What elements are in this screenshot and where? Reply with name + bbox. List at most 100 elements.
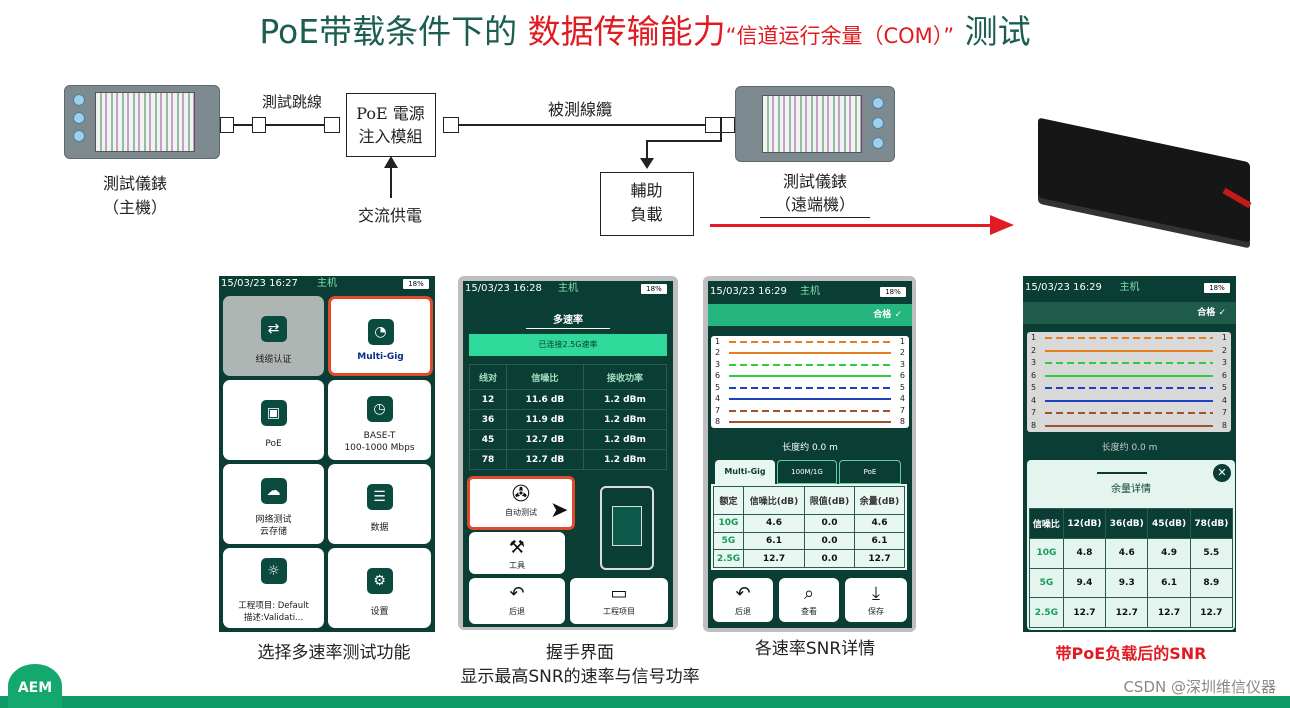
tab-multi-gig[interactable]: Multi-Gig (715, 460, 775, 484)
pin-label: 5 (1031, 383, 1037, 393)
check-icon: ✓ (1218, 308, 1226, 318)
battery-indicator: 18% (1204, 283, 1230, 293)
pin-label: 2 (715, 348, 721, 358)
stopwatch-icon: ◷ (366, 396, 393, 422)
caption-handshake: 握手界面 (546, 643, 614, 663)
connector (324, 117, 340, 133)
cell: 11.6 dB (505, 389, 584, 411)
bulb-icon: ☼ (260, 558, 287, 584)
tile-label-2: 100-1000 Mbps (344, 443, 415, 453)
tile-settings[interactable]: ⚙设置 (328, 548, 431, 628)
cable-under-test-label: 被測線纜 (547, 100, 612, 119)
cell: 0.0 (804, 514, 855, 533)
tab-100m-1g[interactable]: 100M/1G (777, 460, 837, 484)
tile-cable-cert[interactable]: ⇄线缆认证 (223, 296, 324, 376)
col-12: 12(dB) (1062, 508, 1107, 539)
tile-label: PoE (265, 439, 282, 449)
col-margin: 余量(dB) (854, 486, 905, 515)
pin-label: 6 (1221, 370, 1227, 380)
status-role: 主机 (1119, 282, 1140, 293)
cell: 12.7 (742, 549, 806, 568)
connector (443, 117, 459, 133)
watermark: CSDN @深圳维信仪器 (1123, 678, 1276, 696)
back-button[interactable]: ↶后退 (469, 578, 565, 624)
caption-handshake-sub: 显示最高SNR的速率与信号功率 (460, 667, 700, 687)
tile-label-2: 云存储 (259, 527, 287, 537)
cell: 78 (469, 449, 507, 470)
pin-label: 7 (715, 405, 721, 415)
cell: 45 (469, 429, 507, 451)
pin-label: 4 (715, 394, 721, 404)
save-button[interactable]: ⤓保存 (845, 578, 907, 622)
remote-tester-sublabel: （遠端機） (760, 193, 870, 218)
cell: 0.0 (804, 549, 855, 568)
project-button[interactable]: ▭工程项目 (570, 578, 668, 624)
multi-rate-title: 多速率 (553, 315, 583, 326)
tools-button[interactable]: ⚒工具 (469, 532, 565, 574)
close-icon[interactable]: ✕ (1213, 464, 1231, 482)
back-button[interactable]: ↶后退 (713, 578, 773, 622)
tools-label: 工具 (509, 561, 525, 570)
poe-icon: ▣ (260, 400, 287, 426)
cell: 10G (1029, 538, 1064, 569)
ac-arrow-head (384, 156, 398, 168)
caption-rate-details: 各速率SNR详情 (754, 639, 876, 659)
tile-cloud[interactable]: ☁网络测试云存储 (223, 464, 324, 544)
pin-label: 4 (1031, 395, 1037, 405)
pass-label: 合格 (1197, 308, 1216, 318)
cell: 1.2 dBm (582, 429, 668, 451)
col-rated: 额定 (713, 486, 744, 515)
pin-label: 1 (1031, 333, 1037, 342)
wire-line (729, 409, 891, 412)
cell: 0.0 (804, 531, 855, 551)
cell: 10G (713, 514, 744, 533)
aux-wire-h (647, 140, 722, 142)
tile-label-1: BASE-T (363, 431, 396, 441)
status-time: 15/03/23 16:27 (221, 278, 298, 289)
cloud-icon: ☁ (260, 478, 287, 504)
auto-test-button[interactable]: ✇自动测试 (467, 476, 575, 530)
back-icon: ↶ (509, 583, 525, 604)
folder-icon: ▭ (610, 583, 628, 604)
status-role: 主机 (800, 286, 820, 297)
wire-line (1045, 362, 1213, 365)
tab-poe[interactable]: PoE (839, 460, 901, 484)
tile-poe[interactable]: ▣ PoE (223, 380, 324, 460)
pin-label: 5 (1221, 383, 1227, 393)
battery-indicator: 18% (880, 287, 906, 297)
cell: 12.7 (854, 549, 905, 568)
aux-load-box: 輔助 負載 (600, 172, 694, 236)
tile-base-t[interactable]: ◷ BASE-T 100-1000 Mbps (328, 380, 431, 460)
pin-label: 5 (899, 382, 905, 392)
pin-label: 7 (1221, 408, 1227, 418)
pin-label: 6 (899, 371, 905, 381)
cell: 6.1 (742, 531, 806, 551)
search-button[interactable]: ⌕查看 (779, 578, 839, 622)
cell: 12.7 (1147, 597, 1191, 628)
main-tester-sublabel: （主機） (102, 198, 167, 217)
cell: 5G (1029, 567, 1064, 599)
col-36: 36(dB) (1105, 508, 1149, 539)
length-label: 长度约 0.0 m (1101, 443, 1158, 453)
aem-logo: AEM (8, 664, 62, 708)
cell: 4.6 (854, 514, 905, 533)
title-part-4: 测试 (954, 12, 1031, 51)
col-limit: 限值(dB) (804, 486, 855, 515)
tile-multi-gig[interactable]: ◔Multi-Gig (328, 296, 433, 376)
cell: 12.7 (1062, 597, 1107, 628)
tile-data[interactable]: ☰数据 (328, 464, 431, 544)
wire-line (729, 421, 891, 423)
remote-tester-image (735, 86, 895, 162)
margin-details-title: 余量详情 (1111, 484, 1151, 495)
pin-label: 8 (899, 417, 905, 426)
pin-label: 8 (1221, 421, 1227, 430)
wire-line (1045, 412, 1213, 415)
